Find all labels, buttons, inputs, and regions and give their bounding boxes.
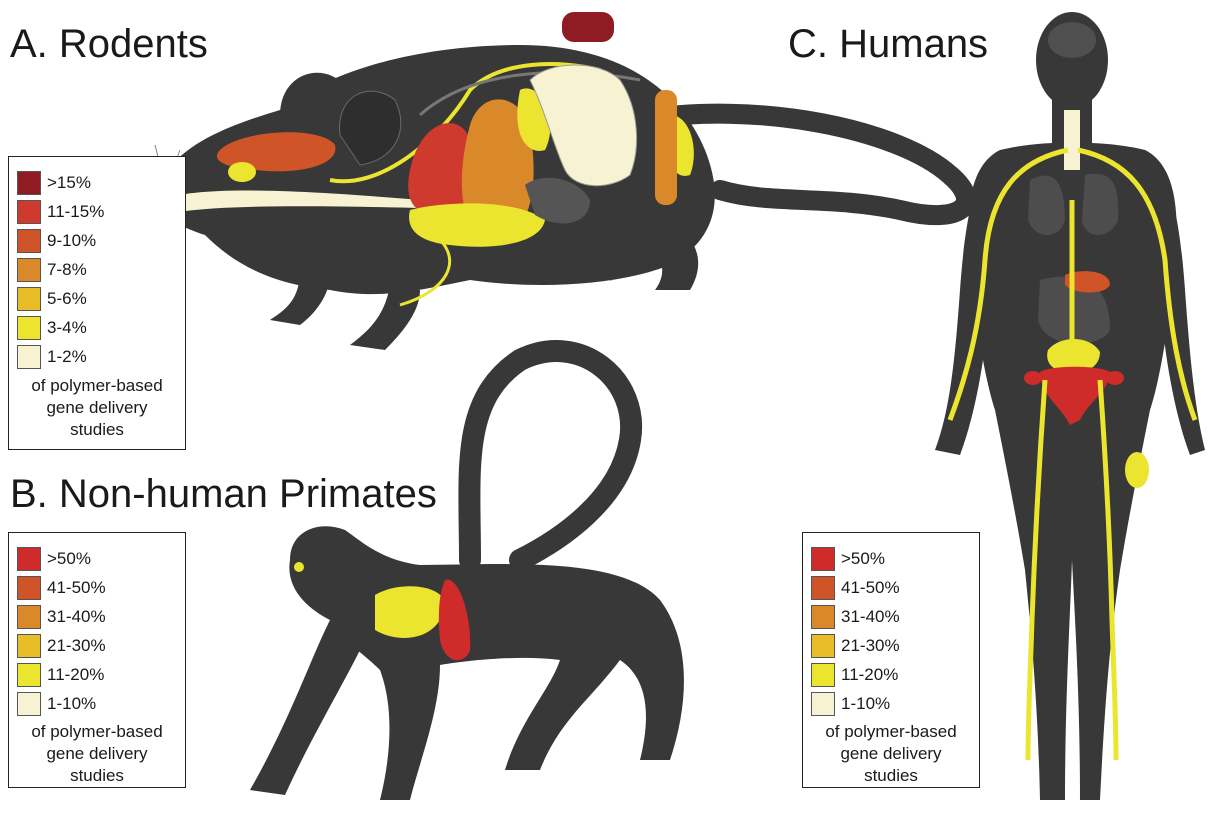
legend-label: 9-10% <box>47 231 96 251</box>
legend-item: >50% <box>17 544 106 573</box>
rat-eye-organ <box>228 162 256 182</box>
color-swatch <box>17 547 41 571</box>
legend-note: of polymer-based gene delivery studies <box>9 721 185 787</box>
monkey-eye-organ <box>294 562 304 572</box>
legend-note: of polymer-based gene delivery studies <box>803 721 979 787</box>
legend-note: of polymer-based gene delivery studies <box>9 375 185 441</box>
legend-label: 1-10% <box>841 694 890 714</box>
color-swatch <box>811 576 835 600</box>
legend-label: 41-50% <box>841 578 900 598</box>
legend-item: 1-10% <box>811 689 900 718</box>
monkey-leg-front <box>250 620 360 795</box>
legend-label: 7-8% <box>47 260 87 280</box>
panel-title-primates: B. Non-human Primates <box>10 474 437 514</box>
legend-item: 1-2% <box>17 342 104 371</box>
legend-label: 1-2% <box>47 347 87 367</box>
color-swatch <box>17 345 41 369</box>
legend-items: >15% 11-15% 9-10% 7-8% 5-6% 3-4% 1-2% <box>17 168 104 371</box>
color-swatch <box>17 692 41 716</box>
color-swatch <box>17 316 41 340</box>
legend-item: 5-6% <box>17 284 104 313</box>
color-swatch <box>17 200 41 224</box>
legend-item: 41-50% <box>17 573 106 602</box>
color-swatch <box>17 258 41 282</box>
panel-title-rodents: A. Rodents <box>10 24 208 64</box>
legend-label: >50% <box>841 549 885 569</box>
legend-item: 9-10% <box>17 226 104 255</box>
legend-label: 31-40% <box>47 607 106 627</box>
legend-label: 31-40% <box>841 607 900 627</box>
color-swatch <box>17 287 41 311</box>
color-swatch <box>17 171 41 195</box>
legend-item: 21-30% <box>811 631 900 660</box>
legend-item: 7-8% <box>17 255 104 284</box>
legend-humans: >50% 41-50% 31-40% 21-30% 11-20% 1-10% o… <box>802 532 980 788</box>
legend-label: >15% <box>47 173 91 193</box>
legend-label: 21-30% <box>841 636 900 656</box>
color-swatch <box>811 547 835 571</box>
human-brain <box>1048 22 1096 58</box>
color-swatch <box>811 634 835 658</box>
legend-item: 11-20% <box>17 660 106 689</box>
legend-item: 3-4% <box>17 313 104 342</box>
human-muscle-organ <box>1125 452 1149 488</box>
human-ovary-left <box>1024 371 1042 385</box>
human-ovary-right <box>1106 371 1124 385</box>
color-swatch <box>811 663 835 687</box>
legend-primates: >50% 41-50% 31-40% 21-30% 11-20% 1-10% o… <box>8 532 186 788</box>
legend-label: 1-10% <box>47 694 96 714</box>
legend-label: 11-20% <box>47 665 104 685</box>
color-swatch <box>811 692 835 716</box>
human-spine <box>1064 110 1080 170</box>
legend-rodents: >15% 11-15% 9-10% 7-8% 5-6% 3-4% 1-2% of… <box>8 156 186 450</box>
legend-items: >50% 41-50% 31-40% 21-30% 11-20% 1-10% <box>811 544 900 718</box>
legend-item: 31-40% <box>811 602 900 631</box>
legend-item: 21-30% <box>17 631 106 660</box>
color-swatch <box>17 576 41 600</box>
legend-label: 11-20% <box>841 665 898 685</box>
rat-bone-organ <box>655 90 677 205</box>
legend-item: >15% <box>17 168 104 197</box>
legend-item: >50% <box>811 544 900 573</box>
legend-label: 21-30% <box>47 636 106 656</box>
monkey-tail <box>469 351 631 560</box>
legend-item: 31-40% <box>17 602 106 631</box>
color-swatch <box>17 634 41 658</box>
legend-label: >50% <box>47 549 91 569</box>
legend-label: 5-6% <box>47 289 87 309</box>
panel-title-humans: C. Humans <box>788 24 988 64</box>
legend-item: 1-10% <box>17 689 106 718</box>
color-swatch <box>17 229 41 253</box>
legend-item: 11-20% <box>811 660 900 689</box>
color-swatch <box>811 605 835 629</box>
legend-label: 41-50% <box>47 578 106 598</box>
legend-items: >50% 41-50% 31-40% 21-30% 11-20% 1-10% <box>17 544 106 718</box>
color-swatch <box>17 605 41 629</box>
color-swatch <box>17 663 41 687</box>
legend-item: 11-15% <box>17 197 104 226</box>
legend-label: 3-4% <box>47 318 87 338</box>
rat-front-leg-2 <box>350 285 420 350</box>
rat-skin-organ <box>562 12 614 42</box>
legend-item: 41-50% <box>811 573 900 602</box>
legend-label: 11-15% <box>47 202 104 222</box>
monkey-illustration <box>250 351 684 800</box>
